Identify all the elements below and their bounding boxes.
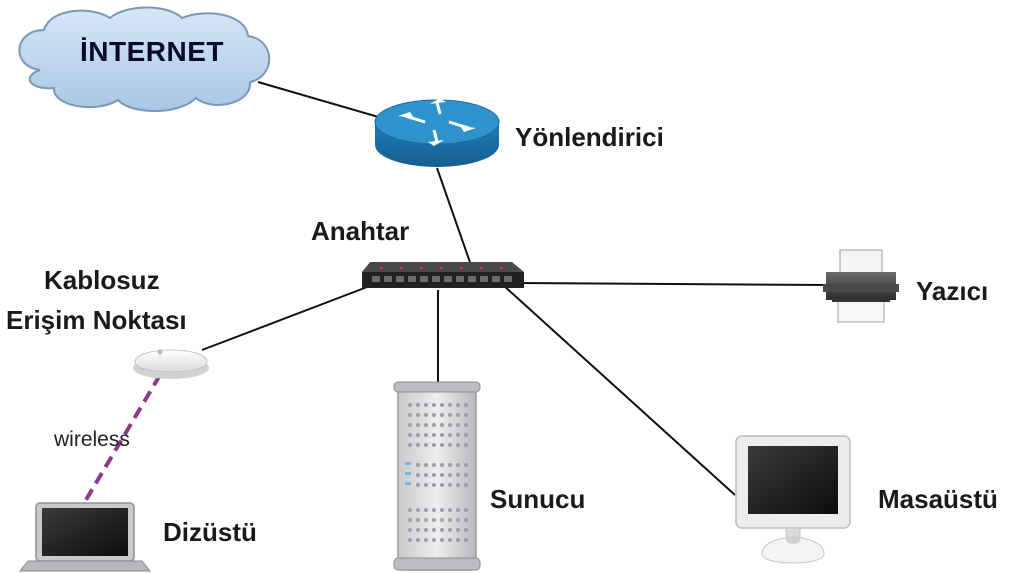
router-icon xyxy=(374,98,500,167)
link-switch-accesspoint xyxy=(201,283,376,351)
connections xyxy=(201,81,829,496)
wireless-link xyxy=(78,373,162,512)
desktop-icon xyxy=(735,435,851,564)
laptop-icon xyxy=(18,502,152,572)
server-label: Sunucu xyxy=(490,484,586,514)
link-router-switch xyxy=(436,167,473,269)
switch-label: Anahtar xyxy=(311,216,410,246)
link-switch-desktop xyxy=(502,284,736,496)
switch-icon xyxy=(362,262,524,288)
server-icon xyxy=(393,381,481,571)
printer-label: Yazıcı xyxy=(916,276,989,306)
link-switch-printer xyxy=(517,282,829,286)
access-point-label-line2: Erişim Noktası xyxy=(6,305,187,335)
router-label: Yönlendirici xyxy=(515,122,664,152)
internet-label: İNTERNET xyxy=(80,36,224,67)
laptop-label: Dizüstü xyxy=(163,517,257,547)
desktop-label: Masaüstü xyxy=(878,484,998,514)
access-point-icon xyxy=(133,349,209,379)
internet-cloud-icon xyxy=(18,6,271,112)
printer-icon xyxy=(823,249,899,323)
access-point-label-line1: Kablosuz xyxy=(44,265,160,295)
link-internet-router xyxy=(257,81,383,119)
wireless-label: wireless xyxy=(54,428,130,451)
